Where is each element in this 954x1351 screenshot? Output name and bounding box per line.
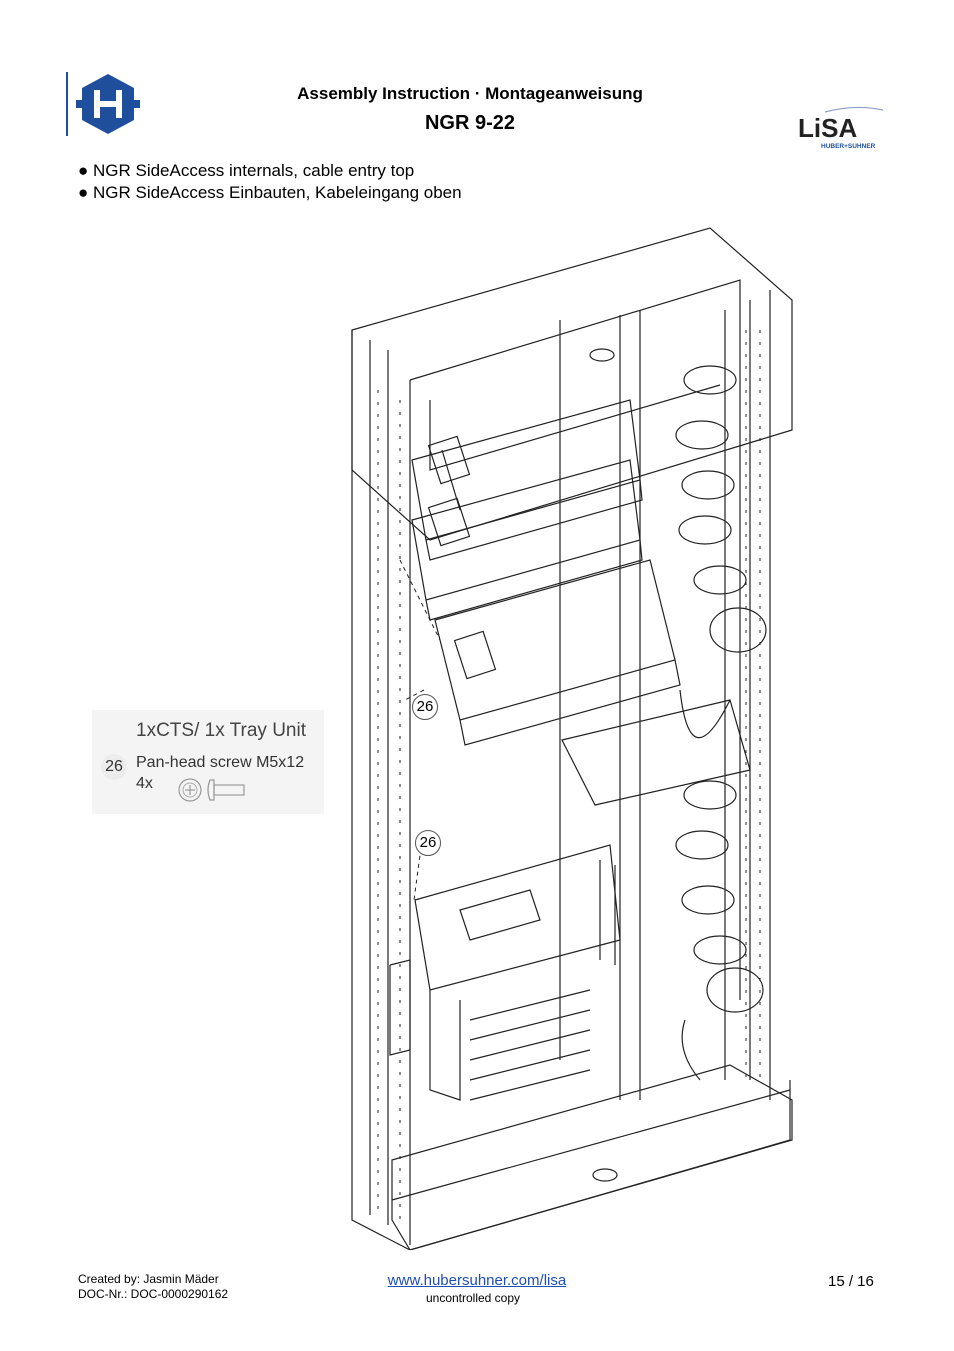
lisa-tagline: HUBER+SUHNER xyxy=(821,143,876,150)
rack-exploded-drawing xyxy=(351,227,793,1250)
lisa-logo: LiSA HUBER+SUHNER xyxy=(798,106,884,150)
legend-item-quantity: 4x xyxy=(136,775,153,792)
pan-head-screw-icon xyxy=(178,778,245,802)
legend-item-number: 26 xyxy=(101,754,127,780)
footer-doc-number: DOC-Nr.: DOC-0000290162 xyxy=(78,1287,229,1301)
cts-module xyxy=(389,844,621,1101)
cable-spools xyxy=(675,365,767,1081)
tray-module-1 xyxy=(411,399,643,561)
footer-created-by: Created by: Jasmin Mäder xyxy=(78,1272,219,1286)
tray-module-3 xyxy=(434,559,751,806)
legend-item-description: Pan-head screw M5x12 xyxy=(136,754,305,771)
footer-website-link[interactable]: www.hubersuhner.com/lisa xyxy=(387,1272,567,1289)
page-number: 15 / 16 xyxy=(828,1273,874,1290)
rack-frame xyxy=(351,227,793,1250)
footer-uncontrolled-copy: uncontrolled copy xyxy=(425,1291,521,1305)
product-name: NGR 9-22 xyxy=(424,112,516,134)
callout-26-upper: 26 xyxy=(412,694,438,720)
parts-legend: 1xCTS/ 1x Tray Unit 26 Pan-head screw M5… xyxy=(92,710,324,814)
tray-module-2 xyxy=(411,459,643,621)
huber-suhner-logo xyxy=(66,72,140,136)
rail-holes xyxy=(377,330,761,1220)
lisa-wordmark: LiSA xyxy=(798,113,857,143)
callout-26-lower: 26 xyxy=(415,830,441,856)
document-title: Assembly Instruction · Montageanweisung xyxy=(297,84,643,103)
legend-title: 1xCTS/ 1x Tray Unit xyxy=(136,720,306,741)
bullet-english: ● NGR SideAccess internals, cable entry … xyxy=(78,161,415,180)
bullet-german: ● NGR SideAccess Einbauten, Kabeleingang… xyxy=(78,183,462,202)
